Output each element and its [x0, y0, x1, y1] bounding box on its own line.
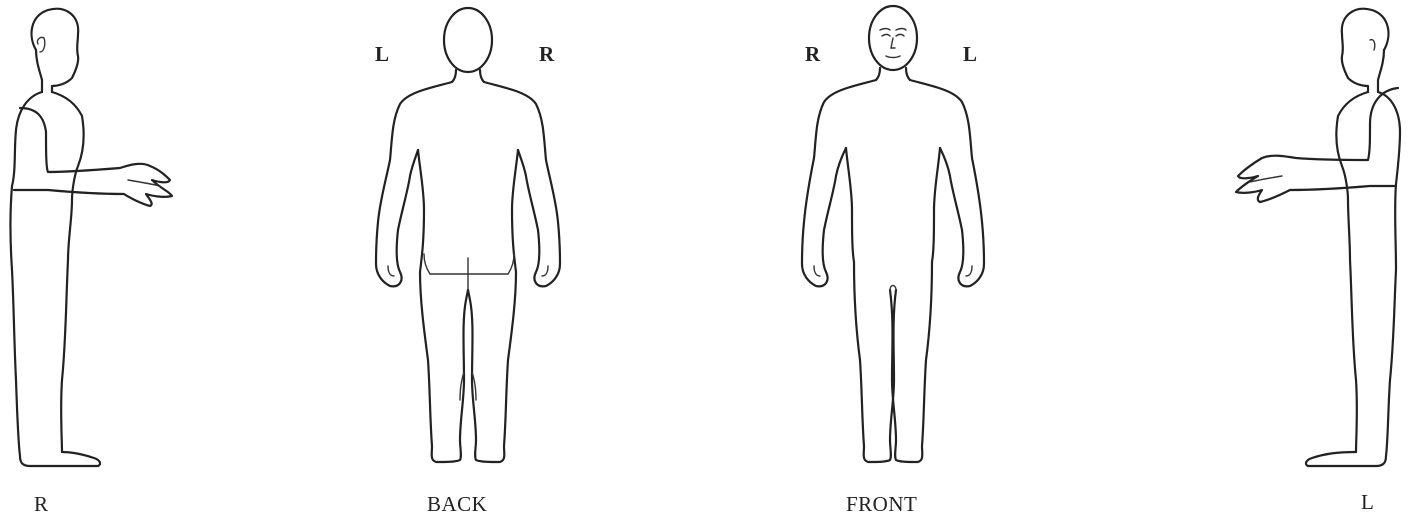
- figure-side-right: [11, 9, 173, 466]
- label-side-left: L: [1361, 490, 1374, 515]
- label-back-caption: BACK: [427, 492, 487, 517]
- label-side-right: R: [34, 492, 49, 517]
- label-front-right: R: [805, 42, 821, 67]
- figure-side-left: [1236, 9, 1400, 466]
- label-back-right: R: [539, 42, 555, 67]
- figure-back: [376, 8, 560, 462]
- label-front-left: L: [963, 42, 978, 67]
- label-front-caption: FRONT: [846, 492, 917, 517]
- figure-front: [802, 6, 984, 462]
- label-back-left: L: [375, 42, 390, 67]
